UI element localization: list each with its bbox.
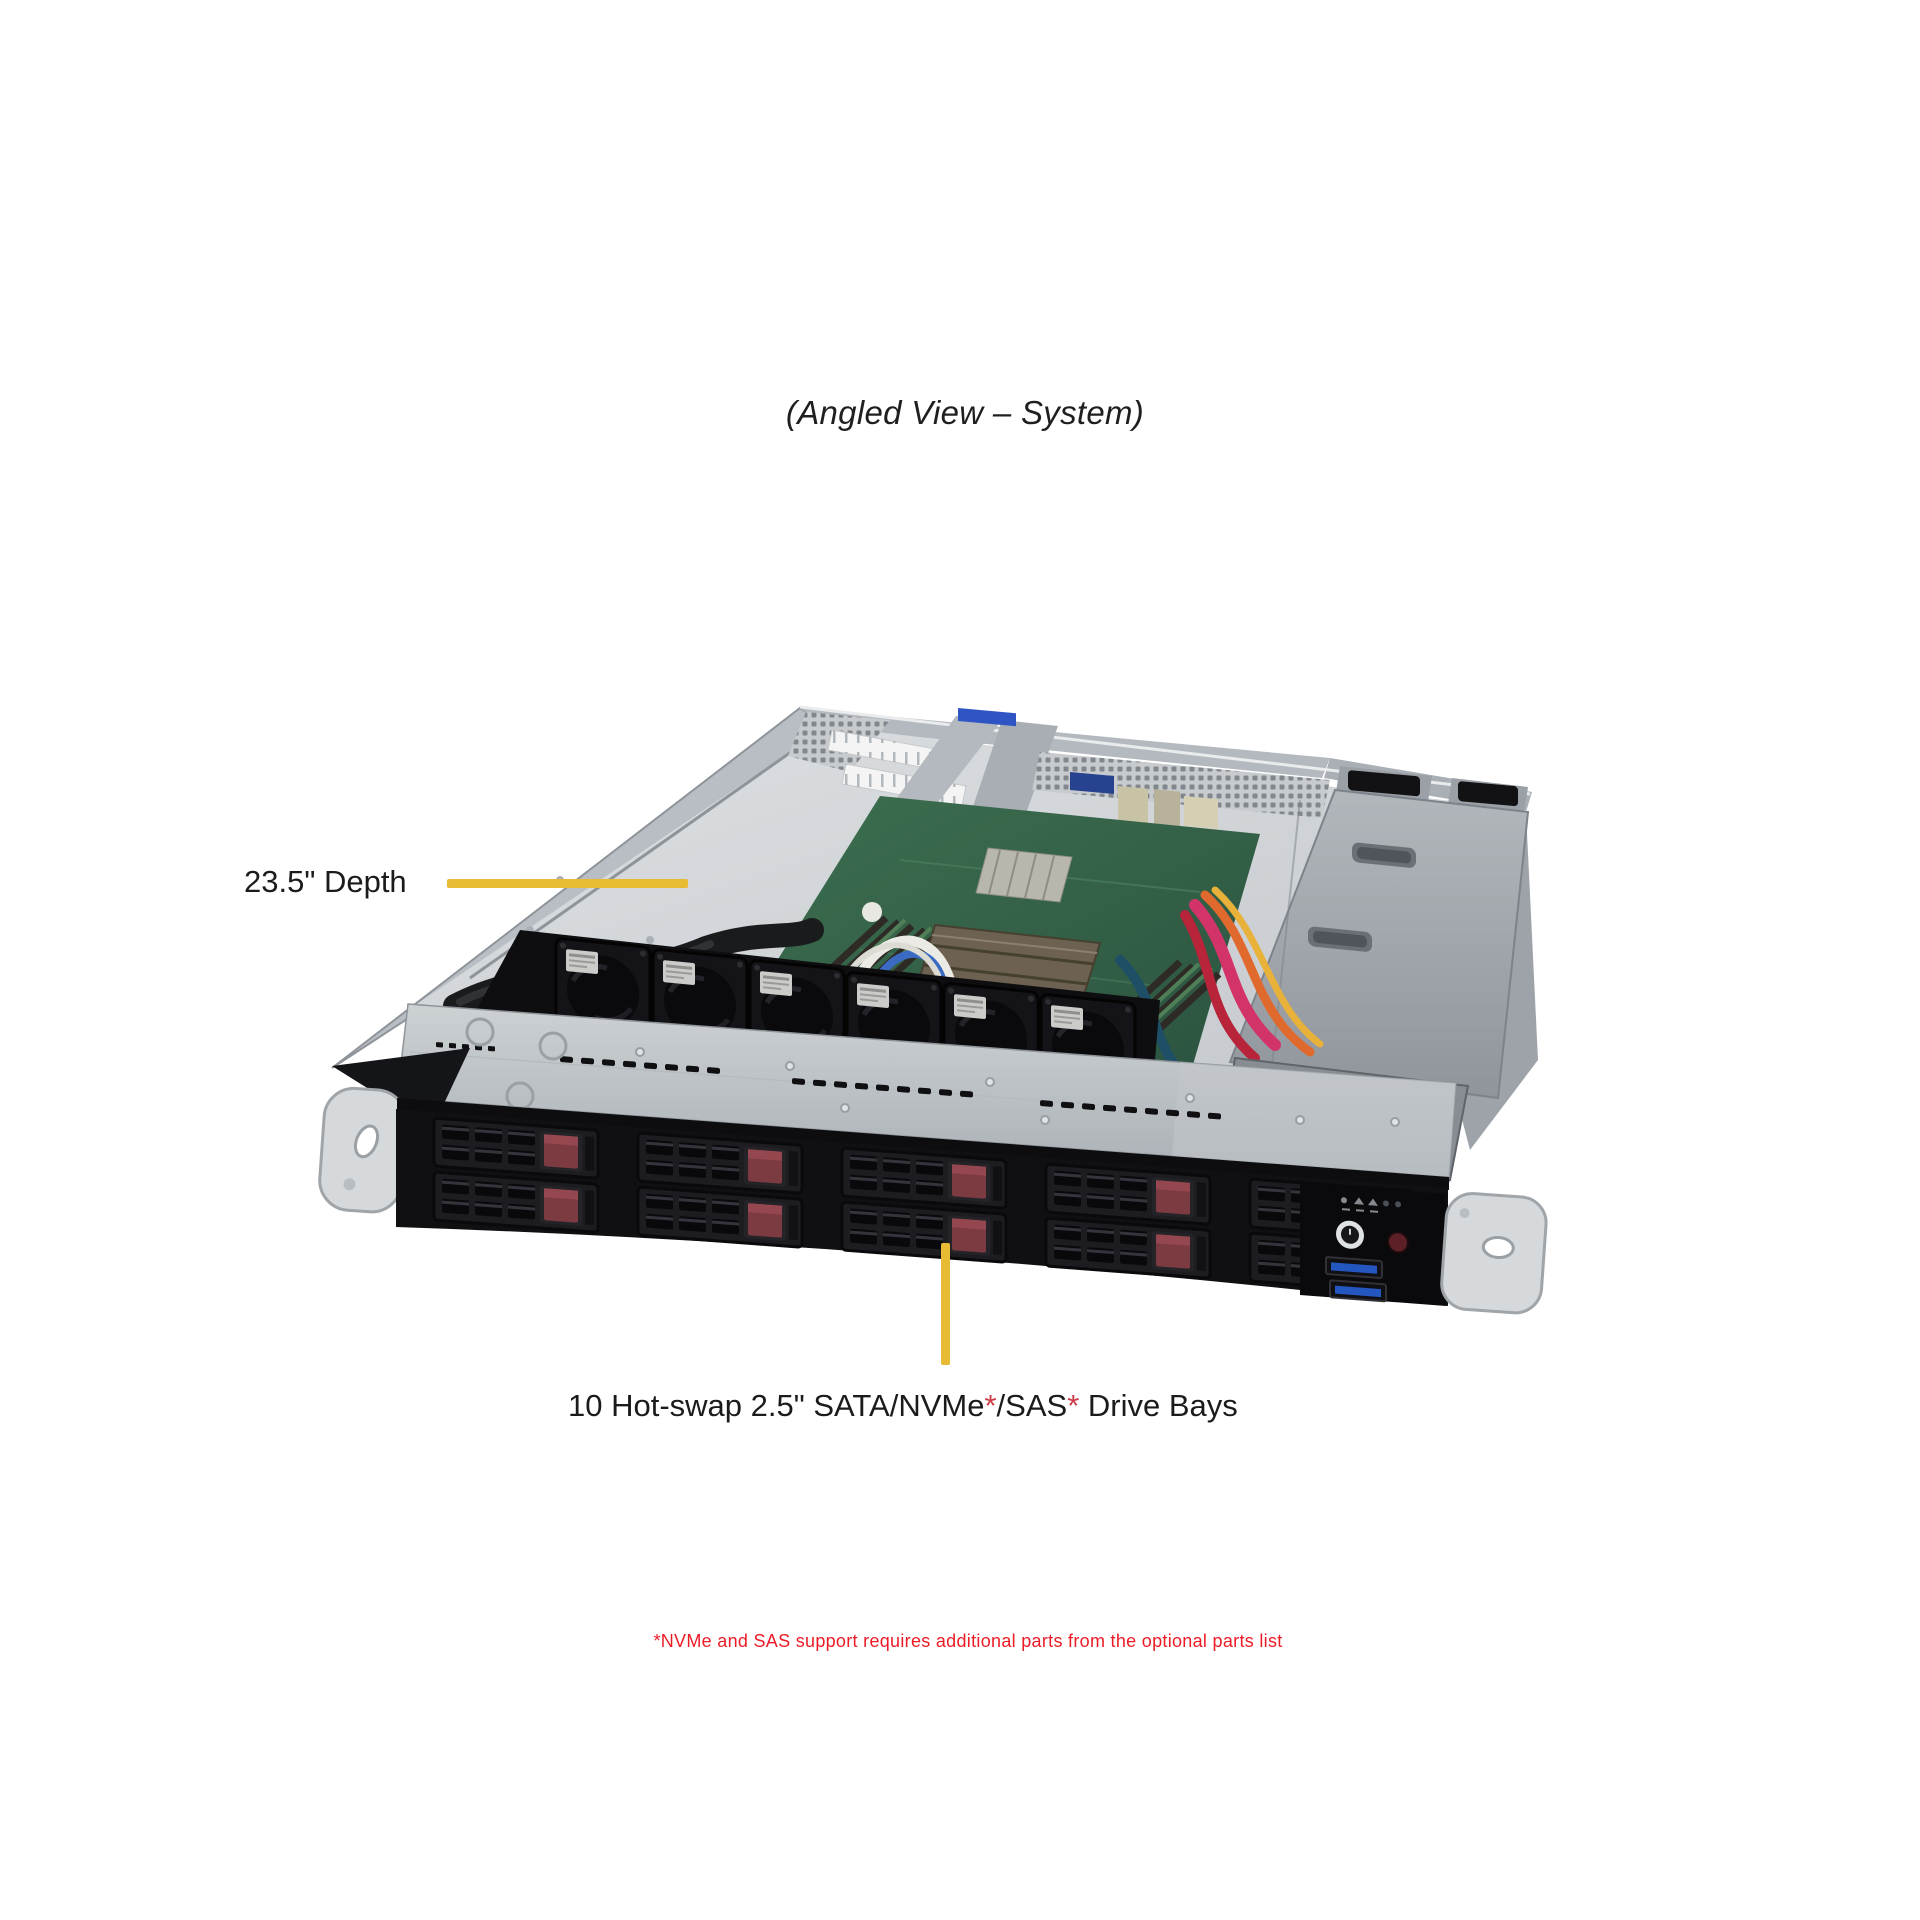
mobo-blue-connector <box>1070 772 1114 794</box>
reset-button <box>1387 1231 1409 1254</box>
chassis-rear-wall <box>800 708 1330 778</box>
drive-tray <box>1044 1162 1212 1226</box>
drive-tray <box>432 1170 600 1234</box>
drive-bays-text-sas: /SAS <box>996 1388 1068 1423</box>
psu-shroud <box>1228 788 1530 1100</box>
drive-bays-callout-label: 10 Hot-swap 2.5" SATA/NVMe*/SAS* Drive B… <box>568 1388 1238 1424</box>
status-led-icons <box>1341 1197 1401 1213</box>
nvme-asterisk: * <box>984 1388 997 1423</box>
sas-asterisk: * <box>1067 1388 1080 1423</box>
rack-ear-right <box>1440 1192 1548 1315</box>
power-button <box>1336 1220 1364 1249</box>
footnote-text: *NVMe and SAS support requires additiona… <box>653 1631 1283 1651</box>
blue-label <box>958 708 1016 727</box>
chipset-heatsink <box>975 847 1073 903</box>
drive-cage-lip <box>397 1098 1449 1190</box>
drive-tray <box>840 1200 1008 1264</box>
drive-tray <box>636 1185 804 1249</box>
drive-bays-text: 10 Hot-swap 2.5" SATA/NVMe <box>568 1388 985 1423</box>
front-control-panel <box>1300 1183 1446 1306</box>
rack-ear-left <box>318 1086 408 1214</box>
rear-vent-mesh <box>1032 752 1330 818</box>
depth-callout-line <box>447 879 688 888</box>
drive-bay-face <box>396 1109 1448 1306</box>
drive-tray <box>636 1131 804 1195</box>
drive-tray <box>432 1116 600 1180</box>
drive-tray <box>1044 1216 1212 1280</box>
view-title: (Angled View – System) <box>785 394 1145 431</box>
usb-ports <box>1325 1256 1387 1303</box>
depth-callout-label: 23.5" Depth <box>244 864 407 899</box>
drive-tray <box>840 1146 1008 1210</box>
drive-bays-text-end: Drive Bays <box>1079 1388 1238 1423</box>
drive-bays-callout-line <box>941 1243 950 1365</box>
